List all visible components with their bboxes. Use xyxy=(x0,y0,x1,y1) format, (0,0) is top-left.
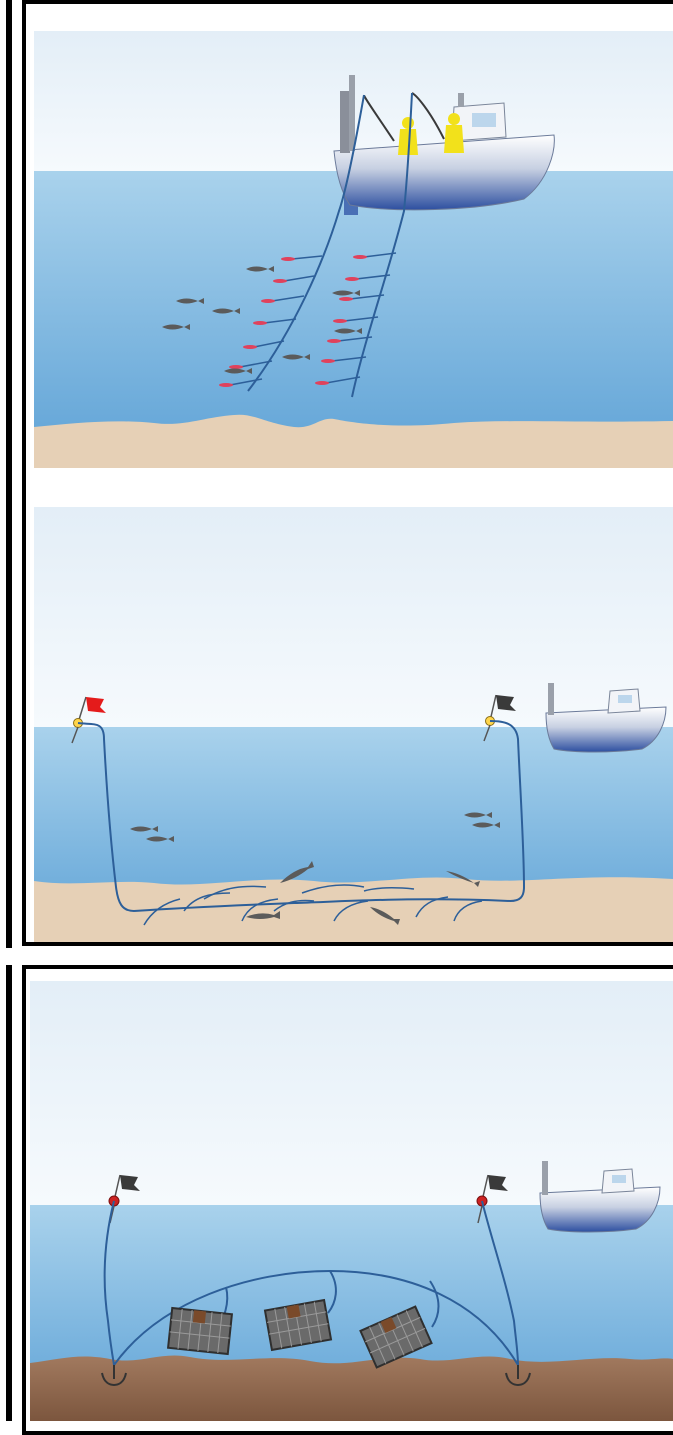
panel-pot-fishing xyxy=(30,981,673,1421)
handline-illustration xyxy=(34,31,673,468)
sky xyxy=(30,981,673,1207)
sky xyxy=(34,507,673,729)
seabed-sand xyxy=(34,415,673,468)
panel-handline-fishing xyxy=(34,31,673,468)
gillnet-illustration xyxy=(34,507,673,942)
pot-fishing-illustration xyxy=(30,981,673,1421)
pot xyxy=(168,1308,232,1354)
panel-gillnet-fishing xyxy=(34,507,673,942)
frame-top-left-rule xyxy=(6,0,12,948)
seabed-mud xyxy=(30,1355,673,1421)
frame-bottom-left-rule xyxy=(6,965,12,1421)
